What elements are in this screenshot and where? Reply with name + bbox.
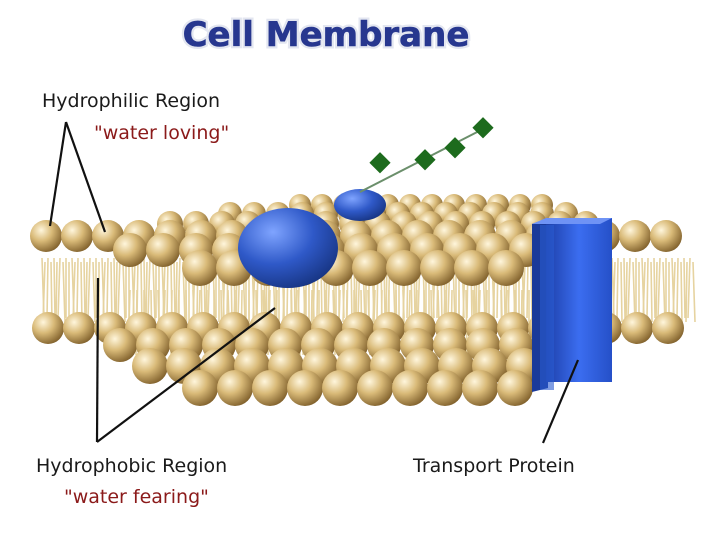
lipid-tail	[684, 258, 685, 318]
lipid-tail	[677, 258, 678, 318]
pointer-hydrophobic-left	[97, 278, 98, 442]
label-water-fearing: "water fearing"	[64, 486, 209, 508]
phospholipid-head	[113, 233, 147, 267]
phospholipid-head	[392, 370, 428, 406]
carbohydrate-chain-icon	[360, 117, 494, 192]
phospholipid-head	[182, 250, 218, 286]
phospholipid-head	[287, 370, 323, 406]
phospholipid-head	[420, 250, 456, 286]
lipid-tail	[621, 262, 622, 322]
label-transport-protein: Transport Protein	[412, 455, 575, 477]
phospholipid-head	[454, 250, 490, 286]
phospholipid-head	[63, 312, 95, 344]
lipid-tail	[114, 258, 115, 318]
lipid-tail	[56, 262, 57, 322]
phospholipid-head	[386, 250, 422, 286]
phospholipid-head	[352, 250, 388, 286]
phospholipid-head	[650, 220, 682, 252]
phospholipid-head	[462, 370, 498, 406]
lipid-tail	[58, 258, 60, 318]
lipid-tail	[626, 262, 627, 322]
label-hydrophobic-region: Hydrophobic Region	[36, 455, 227, 477]
phospholipid-head	[132, 348, 168, 384]
lipid-tail	[174, 258, 175, 318]
phospholipid-head	[30, 220, 62, 252]
lipid-tail	[63, 262, 65, 322]
lipid-tail	[647, 258, 648, 318]
lipid-tail	[148, 258, 150, 318]
lipid-tail	[86, 262, 87, 322]
lipid-tail	[123, 262, 125, 322]
lipid-tail	[93, 262, 95, 322]
lipid-tail	[54, 258, 55, 318]
phospholipid-head	[252, 370, 288, 406]
lipid-tail	[77, 258, 78, 318]
phospholipid-head	[322, 370, 358, 406]
phospholipid-head	[497, 370, 533, 406]
lipid-tail	[116, 262, 117, 322]
lipid-tail	[527, 258, 528, 318]
phospholipid-head	[182, 370, 218, 406]
lipid-tail	[167, 258, 168, 318]
phospholipid-head	[619, 220, 651, 252]
phospholipid-head	[621, 312, 653, 344]
lipid-tail	[84, 258, 85, 318]
globular-protein	[238, 208, 338, 288]
label-hydrophilic-region: Hydrophilic Region	[42, 90, 220, 112]
phospholipid-head	[357, 370, 393, 406]
phospholipid-head	[652, 312, 684, 344]
phospholipid-head	[488, 250, 524, 286]
lipid-tail	[643, 262, 645, 322]
lipid-tail	[688, 258, 690, 318]
lipid-tail	[47, 258, 48, 318]
lipid-tail	[118, 258, 120, 318]
lipid-tail	[681, 262, 682, 322]
phospholipid-head	[61, 220, 93, 252]
pointer-hydrophilic-left	[50, 122, 66, 226]
lipid-tail	[107, 258, 108, 318]
lipid-tail	[651, 262, 652, 322]
lipid-tail	[654, 258, 655, 318]
lipid-tail	[658, 258, 660, 318]
page-title: Cell Membrane	[183, 15, 470, 55]
lipid-tail	[613, 262, 615, 322]
phospholipid-head	[427, 370, 463, 406]
lipid-tail	[88, 258, 90, 318]
lipid-tail	[531, 262, 532, 322]
transport-protein-icon	[532, 218, 612, 392]
lipid-tail	[153, 262, 155, 322]
lipid-tail	[693, 262, 695, 322]
phospholipid-head	[103, 328, 137, 362]
lipid-tail	[617, 258, 618, 318]
lipid-tail	[133, 262, 135, 322]
globular-protein-small	[334, 189, 386, 221]
label-water-loving: "water loving"	[94, 122, 229, 144]
lipid-tail	[656, 262, 657, 322]
lipid-tail	[624, 258, 625, 318]
lipid-tail	[686, 262, 687, 322]
phospholipid-head	[217, 370, 253, 406]
lipid-tail	[628, 258, 630, 318]
phospholipid-head	[32, 312, 64, 344]
phospholipid-head	[146, 233, 180, 267]
